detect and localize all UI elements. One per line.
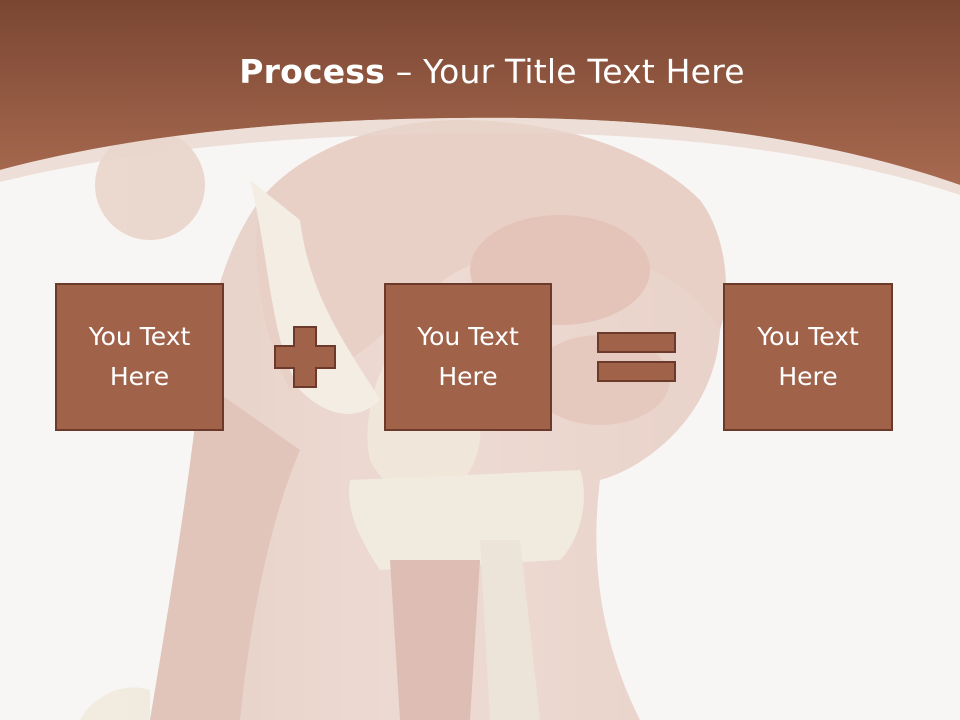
process-box-2: You Text Here bbox=[384, 283, 552, 431]
anatomy-illustration bbox=[80, 120, 726, 720]
process-box-3-line1: You Text bbox=[757, 322, 859, 351]
process-box-3-text: You Text Here bbox=[757, 317, 859, 397]
process-box-1: You Text Here bbox=[55, 283, 224, 431]
process-box-2-line1: You Text bbox=[417, 322, 519, 351]
process-box-3-line2: Here bbox=[778, 362, 838, 391]
title-rest: Your Title Text Here bbox=[423, 52, 745, 91]
process-box-2-line2: Here bbox=[438, 362, 498, 391]
process-box-1-line2: Here bbox=[109, 362, 170, 391]
process-box-1-line1: You Text bbox=[88, 322, 191, 351]
equals-icon bbox=[597, 332, 676, 382]
title-bold: Process bbox=[239, 52, 385, 91]
process-box-3: You Text Here bbox=[723, 283, 893, 431]
title-separator: – bbox=[385, 52, 424, 91]
process-box-2-text: You Text Here bbox=[417, 317, 519, 397]
plus-icon bbox=[274, 326, 336, 388]
header-band bbox=[0, 0, 960, 185]
slide-title: Process – Your Title Text Here bbox=[0, 52, 960, 91]
process-box-1-text: You Text Here bbox=[89, 317, 191, 397]
